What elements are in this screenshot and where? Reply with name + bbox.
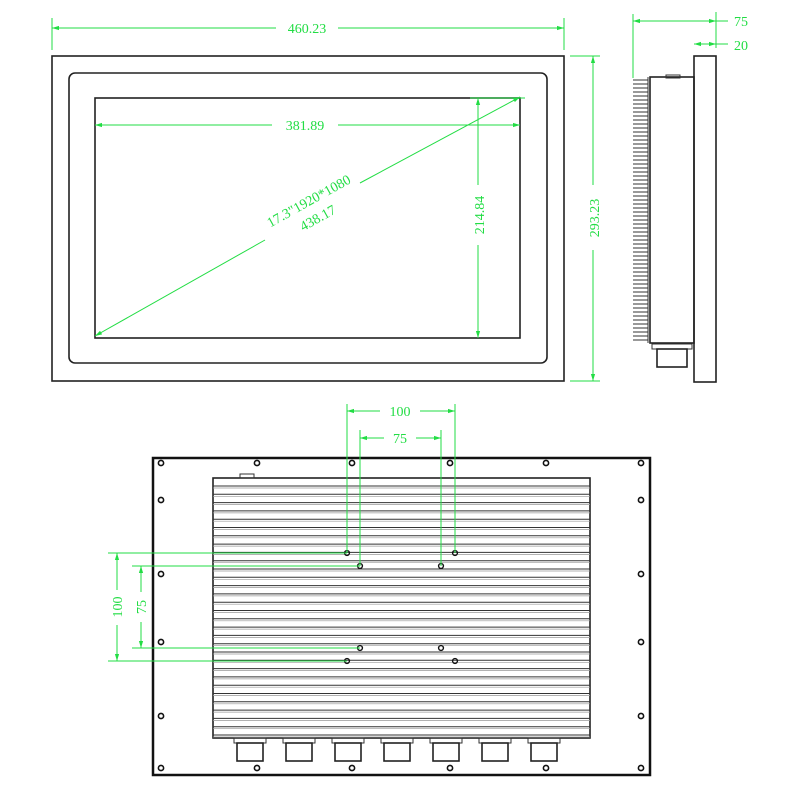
rear-screws <box>157 459 645 772</box>
front-bezel-outline <box>51 55 565 382</box>
screw-icon <box>446 764 454 772</box>
connector-icon <box>236 742 264 762</box>
screw-icon <box>157 764 165 772</box>
side-fin <box>633 335 649 341</box>
mount-hole-icon <box>437 644 445 652</box>
side-fin <box>633 239 649 245</box>
connector-icon <box>383 742 411 762</box>
screw-icon <box>157 496 165 504</box>
screen-area <box>94 97 521 339</box>
side-fin <box>633 95 649 101</box>
screw-icon <box>157 570 165 578</box>
side-fin <box>633 151 649 157</box>
total-depth-label: 75 <box>734 15 748 30</box>
rear-heatsink <box>212 477 591 739</box>
screw-icon <box>637 764 645 772</box>
side-fin <box>633 303 649 309</box>
side-bezel <box>693 55 717 383</box>
mount-inner-label: 75 <box>393 432 407 447</box>
side-fin <box>633 111 649 117</box>
connector-icon <box>481 742 509 762</box>
side-fin <box>633 135 649 141</box>
screw-icon <box>542 459 550 467</box>
screw-icon <box>637 459 645 467</box>
side-fin <box>633 295 649 301</box>
side-fin <box>633 263 649 269</box>
front-view: 460.23 381.89 214.84 293.23 17.3"1920*10… <box>51 18 603 382</box>
side-heatsink-fins <box>633 77 649 343</box>
screw-icon <box>157 638 165 646</box>
side-fin <box>633 271 649 277</box>
side-fin <box>633 247 649 253</box>
side-fin <box>633 87 649 93</box>
side-fin <box>633 319 649 325</box>
side-fin <box>633 311 649 317</box>
screw-icon <box>253 459 261 467</box>
side-fin <box>633 143 649 149</box>
side-fin <box>633 159 649 165</box>
screw-icon <box>253 764 261 772</box>
screw-icon <box>157 459 165 467</box>
side-fin <box>633 127 649 133</box>
side-fin <box>633 199 649 205</box>
side-fin <box>633 279 649 285</box>
side-fin <box>633 175 649 181</box>
mount-inner-v-label: 75 <box>135 600 150 614</box>
connector-icon <box>285 742 313 762</box>
mount-outer-label: 100 <box>390 405 411 420</box>
side-fin <box>633 167 649 173</box>
connector-icon <box>530 742 558 762</box>
screw-icon <box>637 570 645 578</box>
side-fin <box>633 207 649 213</box>
screw-icon <box>348 459 356 467</box>
side-fin <box>633 215 649 221</box>
side-fin <box>633 231 649 237</box>
side-fin <box>633 103 649 109</box>
side-connector <box>656 348 688 368</box>
rear-panel <box>151 456 652 777</box>
bezel-depth-label: 20 <box>734 39 748 54</box>
side-body <box>649 76 695 344</box>
side-fin <box>633 79 649 85</box>
screw-icon <box>637 638 645 646</box>
screen-height-label: 214.84 <box>473 196 488 235</box>
mount-outer-v-label: 100 <box>111 597 126 618</box>
side-view: 75 20 <box>632 12 748 383</box>
screw-icon <box>157 712 165 720</box>
overall-width-label: 460.23 <box>288 22 327 37</box>
connector-icon <box>432 742 460 762</box>
vesa-mount-holes <box>343 549 459 665</box>
rear-heatsink-fins <box>213 485 590 738</box>
rear-view: 100 75 100 75 <box>108 404 652 777</box>
side-fin <box>633 191 649 197</box>
side-fin <box>633 327 649 333</box>
overall-height-label: 293.23 <box>588 199 603 238</box>
screw-icon <box>348 764 356 772</box>
side-fin <box>633 183 649 189</box>
front-inner-frame <box>68 72 548 364</box>
screw-icon <box>637 712 645 720</box>
side-fin <box>633 255 649 261</box>
rear-connectors <box>233 737 561 762</box>
mount-hole-icon <box>451 657 459 665</box>
side-fin <box>633 223 649 229</box>
screw-icon <box>637 496 645 504</box>
connector-icon <box>334 742 362 762</box>
screw-icon <box>446 459 454 467</box>
side-fin <box>633 119 649 125</box>
screw-icon <box>542 764 550 772</box>
side-fin <box>633 287 649 293</box>
screen-width-label: 381.89 <box>286 119 325 134</box>
